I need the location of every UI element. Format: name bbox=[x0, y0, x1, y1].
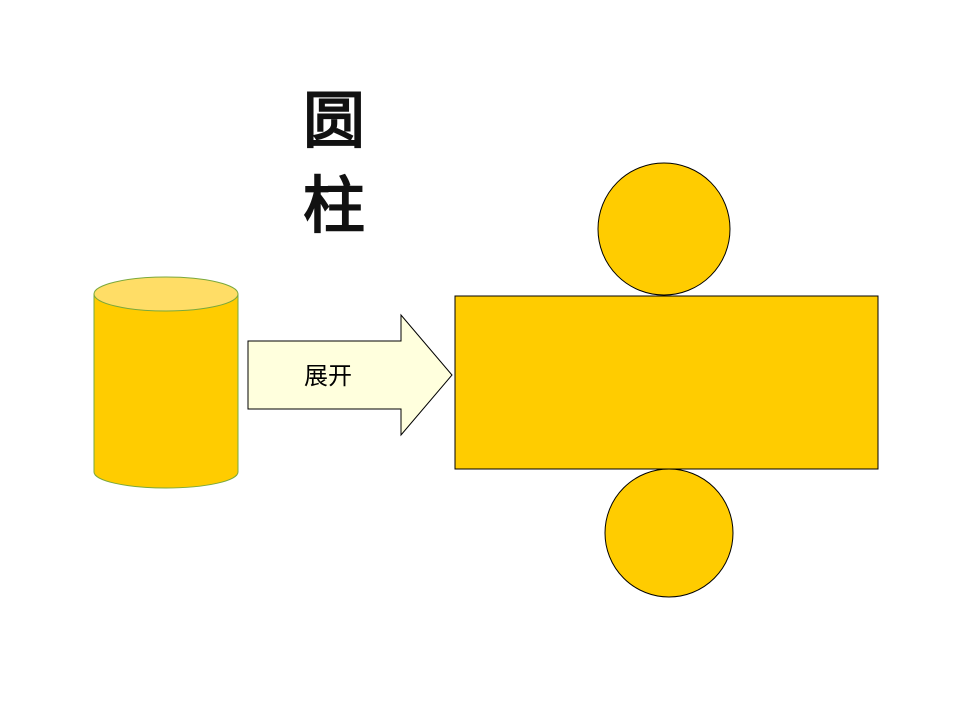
title-char-top: 圆 bbox=[302, 84, 365, 157]
net-top-circle bbox=[597, 162, 731, 296]
cylinder-body bbox=[93, 293, 239, 489]
arrow-label: 展开 bbox=[304, 362, 352, 390]
cylinder-net bbox=[454, 162, 879, 598]
net-lateral-rectangle bbox=[454, 295, 879, 470]
title-char-bottom: 柱 bbox=[302, 169, 365, 242]
cylinder-top-face bbox=[93, 276, 239, 312]
net-bottom-circle bbox=[604, 468, 734, 598]
unfold-arrow: 展开 bbox=[247, 313, 453, 437]
arrow-shape bbox=[247, 313, 453, 437]
cylinder bbox=[93, 276, 239, 489]
